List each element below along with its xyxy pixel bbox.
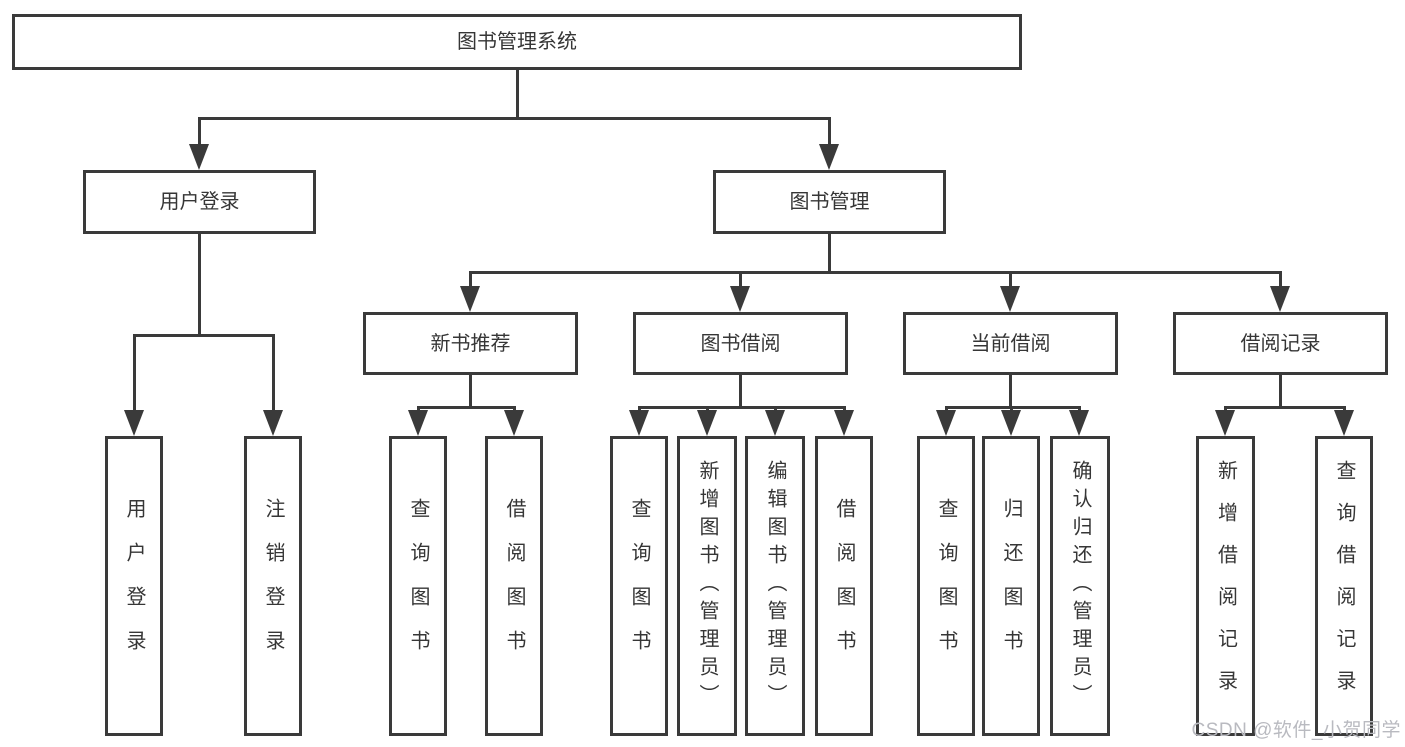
node-label: 用户登录 [159, 191, 240, 213]
node-label: 当前借阅 [970, 332, 1051, 355]
connector-line [198, 117, 201, 147]
connector-arrowhead [124, 410, 144, 436]
node-label: 图书借阅 [700, 332, 781, 355]
connector-line [1279, 375, 1282, 408]
node-label: 图书管理系统 [457, 31, 577, 53]
connector-arrowhead [460, 286, 480, 312]
node-query-borrow-record: 查询借阅记录 [1315, 436, 1373, 736]
node-return-books: 归还图书 [982, 436, 1040, 736]
node-label: 查询图书 [407, 498, 429, 674]
node-book-management: 图书管理 [713, 170, 946, 234]
node-add-borrow-record: 新增借阅记录 [1196, 436, 1255, 736]
connector-line [133, 334, 136, 412]
connector-arrowhead [697, 410, 717, 436]
node-label: 归还图书 [1000, 498, 1022, 674]
connector-arrowhead [834, 410, 854, 436]
connector-arrowhead [1069, 410, 1089, 436]
connector-arrowhead [408, 410, 428, 436]
node-query-books-2: 查询图书 [610, 436, 668, 736]
node-label: 借阅记录 [1240, 332, 1321, 355]
node-label: 查询图书 [628, 498, 650, 674]
connector-arrowhead [1000, 286, 1020, 312]
connector-arrowhead [765, 410, 785, 436]
connector-line [272, 334, 275, 412]
node-new-book-recommendation: 新书推荐 [363, 312, 578, 375]
connector-arrowhead [1270, 286, 1290, 312]
connector-arrowhead [504, 410, 524, 436]
node-query-books-3: 查询图书 [917, 436, 975, 736]
node-label: 查询图书 [935, 498, 957, 674]
connector-line [828, 234, 831, 274]
connector-line [828, 117, 831, 147]
node-label: 确认归还（管理员） [1069, 460, 1091, 712]
connector-arrowhead [936, 410, 956, 436]
connector-arrowhead [730, 286, 750, 312]
connector-line [133, 334, 275, 337]
connector-line [469, 271, 472, 289]
node-user-login-leaf: 用户登录 [105, 436, 163, 736]
connector-line [638, 406, 846, 409]
connector-arrowhead [1215, 410, 1235, 436]
node-book-borrowing: 图书借阅 [633, 312, 848, 375]
connector-line [1224, 406, 1346, 409]
node-add-books-admin: 新增图书（管理员） [677, 436, 737, 736]
node-label: 编辑图书（管理员） [764, 460, 786, 712]
connector-arrowhead [629, 410, 649, 436]
node-library-management-system: 图书管理系统 [12, 14, 1022, 70]
connector-line [1009, 375, 1012, 408]
connector-line [198, 117, 831, 120]
watermark-text: CSDN @软件_小贺同学 [1191, 720, 1401, 741]
node-label: 注销登录 [262, 498, 284, 674]
connector-line [198, 234, 201, 336]
node-borrowing-records: 借阅记录 [1173, 312, 1388, 375]
node-label: 查询借阅记录 [1333, 460, 1355, 712]
node-confirm-return-admin: 确认归还（管理员） [1050, 436, 1110, 736]
connector-line [945, 406, 1081, 409]
connector-line [1009, 271, 1012, 289]
connector-line [739, 271, 742, 289]
connector-arrowhead [263, 410, 283, 436]
node-label: 用户登录 [123, 498, 145, 674]
connector-arrowhead [1334, 410, 1354, 436]
connector-line [417, 406, 516, 409]
node-user-login: 用户登录 [83, 170, 316, 234]
node-label: 新增借阅记录 [1214, 460, 1237, 712]
connector-arrowhead [819, 144, 839, 170]
node-current-borrowing: 当前借阅 [903, 312, 1118, 375]
connector-line [1279, 271, 1282, 289]
node-borrow-books-1: 借阅图书 [485, 436, 543, 736]
connector-arrowhead [1001, 410, 1021, 436]
node-label: 图书管理 [789, 191, 870, 213]
node-label: 新增图书（管理员） [696, 460, 718, 712]
node-label: 新书推荐 [430, 332, 511, 355]
connector-line [739, 375, 742, 408]
node-edit-books-admin: 编辑图书（管理员） [745, 436, 805, 736]
node-label: 借阅图书 [503, 498, 525, 674]
node-label: 借阅图书 [833, 498, 855, 674]
connector-arrowhead [189, 144, 209, 170]
connector-line [516, 69, 519, 118]
connector-line [469, 375, 472, 408]
node-borrow-books-2: 借阅图书 [815, 436, 873, 736]
connector-line [469, 271, 1281, 274]
node-logout-leaf: 注销登录 [244, 436, 302, 736]
node-query-books-1: 查询图书 [389, 436, 447, 736]
